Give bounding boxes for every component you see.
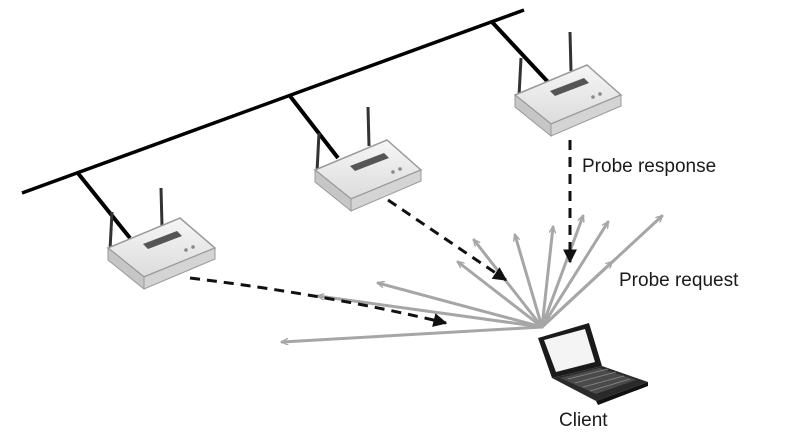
probe-request-arrow [378, 283, 544, 329]
probe-request-arrow [280, 325, 544, 342]
access-point-right-icon [513, 31, 623, 138]
probe-response-arrow-left [189, 276, 448, 327]
access-point-middle-icon [313, 106, 423, 213]
probe-request-arrow [540, 262, 612, 329]
probe-response-arrow-middle [387, 198, 508, 282]
access-point-left-icon [106, 187, 217, 291]
client-label: Client [559, 410, 608, 431]
drop-cable-middle [288, 94, 340, 160]
probe-request-arrow [540, 216, 583, 329]
probe-request-arrow [458, 260, 544, 329]
probe-request-label: Probe request [619, 270, 739, 291]
backbone-cable [21, 8, 525, 195]
probe-request-arrow [316, 296, 544, 329]
probe-request-arrows [280, 216, 662, 342]
probe-request-arrow [540, 222, 610, 329]
laptop-icon [538, 323, 648, 405]
drop-cable-right [490, 20, 550, 84]
drop-cable-left [75, 170, 132, 240]
probe-request-arrow [515, 235, 544, 329]
probe-request-arrow [472, 240, 544, 329]
probe-response-label: Probe response [582, 156, 717, 177]
probe-response-arrows [189, 140, 577, 327]
probe-request-arrow [540, 225, 553, 329]
